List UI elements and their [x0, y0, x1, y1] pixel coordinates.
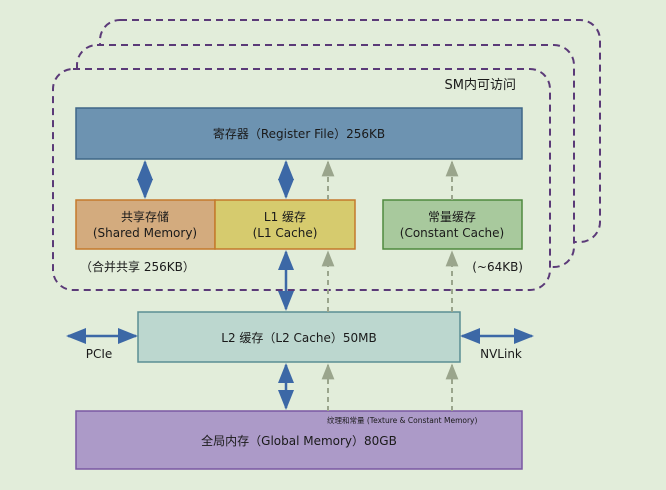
- nvlink-label: NVLink: [480, 347, 522, 361]
- l2-cache-box: [137, 311, 461, 363]
- constant-cache-label-zh: 常量缓存: [428, 210, 476, 224]
- sm-title: SM内可访问: [445, 77, 516, 93]
- shared-combined-note: （合并共享 256KB）: [80, 259, 195, 274]
- global-memory-box: [75, 410, 523, 470]
- register-file-box: [75, 107, 523, 160]
- constant-size-note: (~64KB): [472, 260, 523, 274]
- register-file-label: 寄存器（Register File）256KB: [213, 126, 385, 141]
- l1-cache-box: [214, 199, 356, 250]
- texture-constant-label: 纹理和常量 (Texture & Constant Memory): [327, 415, 477, 425]
- l1-cache-label-zh: L1 缓存: [264, 210, 306, 224]
- pcie-label: PCIe: [86, 347, 113, 361]
- shared-memory-label-en: (Shared Memory): [93, 226, 197, 240]
- constant-cache-label-en: (Constant Cache): [400, 226, 504, 240]
- l2-cache-label: L2 缓存（L2 Cache）50MB: [221, 331, 376, 345]
- global-memory-label: 全局内存（Global Memory）80GB: [201, 433, 397, 448]
- shared-memory-label-zh: 共享存储: [121, 209, 169, 224]
- l1-cache-label-en: (L1 Cache): [253, 226, 318, 240]
- sm-frame-front: [52, 68, 551, 291]
- constant-cache-box: [382, 199, 523, 250]
- shared-memory-box: [75, 199, 216, 250]
